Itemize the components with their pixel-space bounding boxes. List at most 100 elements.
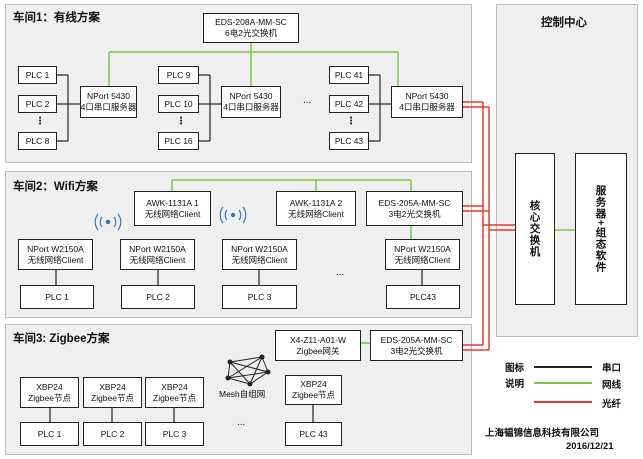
plc-label: PLC 3 [247,291,272,302]
plc-label: PLC 1 [37,428,62,439]
wifi-icon [219,206,247,224]
plc-box: PLC 1 [18,66,57,84]
plc-box: PLC43 [386,285,460,309]
nport-5430: NPort 5430 4口串口服务器 [391,86,463,118]
plc-label: PLC 43 [334,135,364,146]
fiber-lines [463,101,515,351]
gateway-model: X4-Z11-A01-W [289,334,347,345]
legend-label-1: 图标 [505,363,525,374]
horizontal-ellipsis: ... [237,417,246,428]
plc-label: PLC 2 [25,98,50,109]
zigbee-node: XBP24 Zigbee节点 [145,377,204,408]
vertical-ellipsis: ⋮ [346,116,356,127]
plc-label: PLC 1 [45,291,69,302]
server: 服务器+组态软件 [575,153,627,305]
nport-model: NPort W2150A [129,243,186,254]
plc-label: PLC 3 [162,428,187,439]
plc-label: PLC 8 [25,135,50,146]
plc-box: PLC 16 [158,132,199,150]
ws3-switch-model: EDS-205A-MM-SC [380,334,453,345]
nport-w2150a: NPort W2150A 无线网络Client [222,239,297,270]
nport-5430: NPort 5430 4口串口服务器 [80,86,137,118]
horizontal-ellipsis: ... [336,267,345,278]
nport-w2150a: NPort W2150A 无线网络Client [385,239,460,270]
plc-label: PLC43 [410,291,436,302]
plc-label: PLC 43 [299,428,328,439]
awk-ap-1: AWK-1131A 1 无线网络Client [134,191,211,226]
plc-label: PLC 41 [334,69,364,80]
wifi-icon [94,213,122,231]
node-model: XBP24 [300,379,327,389]
ws1-switch-model: EDS-208A-MM-SC [215,17,287,27]
plc-box: PLC 2 [18,95,57,113]
ws3-switch: EDS-205A-MM-SC 3电2光交换机 [370,330,463,361]
plc-box: PLC 41 [329,66,369,84]
nport-model: NPort W2150A [231,243,288,254]
zigbee-node: XBP24 Zigbee节点 [83,377,142,408]
node-desc: Zigbee节点 [28,392,71,403]
nport-w2150a: NPort W2150A 无线网络Client [120,239,195,270]
ws3-serial-lines [49,405,314,422]
nport-w2150a: NPort W2150A 无线网络Client [18,239,93,270]
vertical-ellipsis: ⋮ [35,116,45,127]
mesh-label: Mesh自组网 [219,389,266,399]
plc-box: PLC 9 [158,66,199,84]
ws1-serial-lines [57,74,391,142]
awk-ap-2: AWK-1131A 2 无线网络Client [276,191,356,226]
nport-model: NPort 5430 [229,91,273,101]
plc-box: PLC 3 [222,285,297,309]
vertical-ellipsis: ⋮ [176,116,186,127]
plc-box: PLC 3 [145,422,204,446]
nport-model: NPort W2150A [27,243,84,254]
awk-desc: 无线网络Client [144,208,201,219]
node-model: XBP24 [36,381,63,392]
awk-desc: 无线网络Client [288,208,344,219]
nport-desc: 4口串口服务器 [399,102,455,112]
company-name: 上海韫锦信息科技有限公司 [485,428,600,439]
plc-box: PLC 2 [121,285,195,309]
awk-model: AWK-1131A 1 [146,197,199,208]
control-center-title: 控制中心 [541,17,587,29]
plc-box: PLC 43 [329,132,369,150]
plc-label: PLC 1 [25,69,50,80]
plc-label: PLC 10 [164,98,193,109]
mesh-network-icon [225,354,271,387]
zigbee-node: XBP24 Zigbee节点 [20,377,79,408]
legend-fiber-label: 光纤 [602,399,622,410]
legend-fiber-swatch [534,401,592,403]
core-switch: 核心交换机 [515,153,555,305]
ws1-switch-desc: 6电2光交换机 [225,28,277,38]
nport-5430: NPort 5430 4口串口服务器 [221,86,281,118]
plc-box: PLC 42 [329,95,369,113]
plc-label: PLC 9 [166,69,191,80]
workshop1-title: 车间1：有线方案 [13,12,100,24]
ws2-ethernet-lines [171,179,412,239]
workshop3-title: 车间3: Zigbee方案 [13,333,110,345]
plc-box: PLC 1 [20,285,94,309]
plc-label: PLC 2 [146,291,170,302]
node-desc: Zigbee节点 [91,392,134,403]
nport-desc: 无线网络Client [129,254,186,265]
nport-desc: 4口串口服务器 [223,102,279,112]
ws2-switch: EDS-205A-MM-SC 3电2光交换机 [366,191,463,226]
ws1-ethernet-lines [108,43,399,86]
nport-desc: 无线网络Client [231,254,288,265]
nport-desc: 无线网络Client [394,254,451,265]
workshop2-title: 车间2：Wifi方案 [13,181,98,193]
server-label: 服务器+组态软件 [594,185,607,273]
ws3-switch-desc: 3电2光交换机 [390,345,443,356]
legend-serial-label: 串口 [602,363,622,374]
legend-ethernet-swatch [534,382,592,384]
plc-label: PLC 42 [334,98,364,109]
plc-label: PLC 2 [100,428,125,439]
node-model: XBP24 [161,381,188,392]
plc-label: PLC 16 [164,135,193,146]
legend-serial-swatch [534,366,592,368]
horizontal-ellipsis: ... [303,95,312,106]
zigbee-gateway: X4-Z11-A01-W Zigbee网关 [275,330,361,361]
nport-desc: 4口串口服务器 [80,102,137,112]
core-switch-label: 核心交换机 [528,200,541,258]
awk-model: AWK-1131A 2 [289,197,343,208]
plc-box: PLC 10 [158,95,199,113]
ws2-switch-desc: 3电2光交换机 [388,208,441,219]
